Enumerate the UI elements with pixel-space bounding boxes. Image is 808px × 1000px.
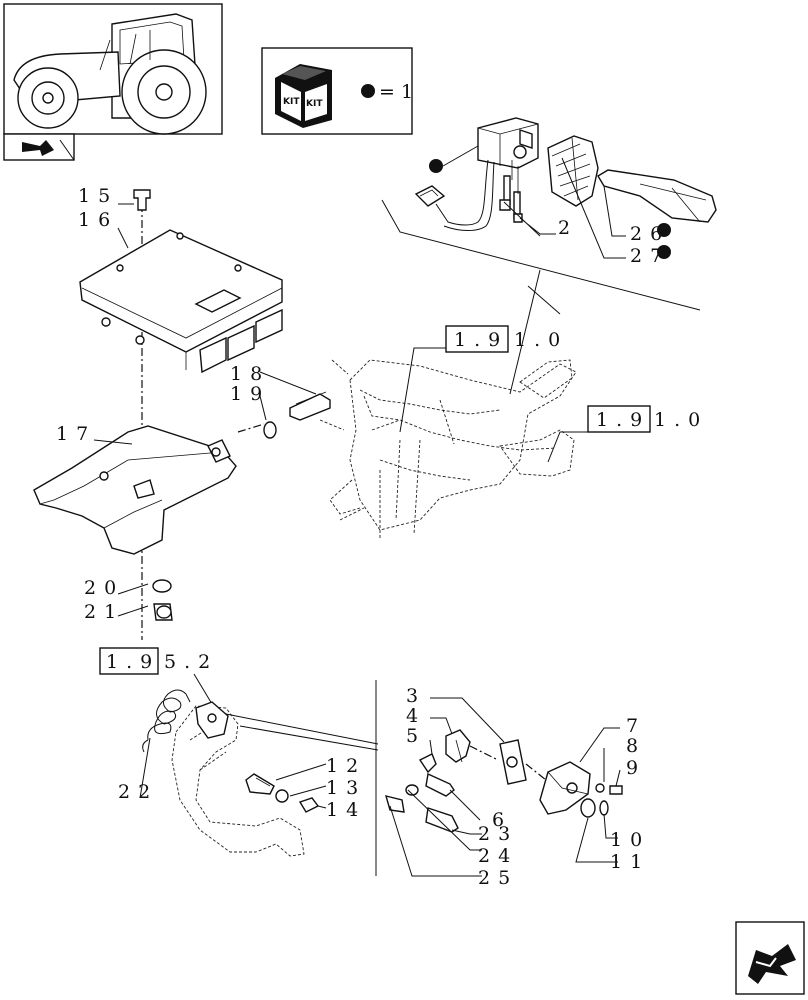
section-arrow-icon[interactable] xyxy=(3,133,75,161)
pedal-assembly xyxy=(139,673,379,857)
steering-column-ghost xyxy=(319,269,588,540)
label-9: 9 xyxy=(626,757,646,779)
ref-b-rest-text: 1.0 xyxy=(654,409,708,431)
label-2-upper: 2 xyxy=(558,217,578,239)
kit-label-right: KIT xyxy=(306,99,323,109)
label-7: 7 xyxy=(626,715,646,737)
label-25: 25 xyxy=(478,867,518,889)
cross-ref-b[interactable]: 1.9 1.0 xyxy=(587,405,708,433)
kit-legend: KIT KIT = 1 xyxy=(261,47,413,135)
label-12: 12 xyxy=(326,755,366,777)
label-14: 14 xyxy=(326,799,366,821)
label-17: 17 xyxy=(56,423,96,445)
label-20: 20 xyxy=(84,577,124,599)
label-27: 27 xyxy=(630,245,670,267)
kit-dot-icon xyxy=(361,84,375,98)
label-16: 16 xyxy=(78,209,118,231)
label-8: 8 xyxy=(626,735,646,757)
tractor-thumbnail-icon[interactable] xyxy=(3,3,223,135)
switch-hardware xyxy=(384,697,623,877)
label-22: 22 xyxy=(118,781,158,803)
label-11: 11 xyxy=(610,851,650,873)
label-24: 24 xyxy=(478,845,518,867)
label-4: 4 xyxy=(406,705,426,727)
kit-equals-text: = 1 xyxy=(379,81,413,103)
ref-b-box-text: 1.9 xyxy=(596,409,650,431)
cross-ref-c[interactable]: 1.9 5.2 xyxy=(99,647,218,675)
ecu-assembly xyxy=(33,189,331,640)
label-10: 10 xyxy=(610,829,650,851)
ref-c-box-text: 1.9 xyxy=(106,651,160,673)
label-21: 21 xyxy=(84,601,124,623)
label-23: 23 xyxy=(478,823,518,845)
next-page-arrow-icon[interactable] xyxy=(735,921,805,995)
label-5: 5 xyxy=(406,725,426,747)
label-3: 3 xyxy=(406,685,426,707)
label-6: 6 xyxy=(492,809,512,831)
label-19: 19 xyxy=(230,383,270,405)
cross-ref-a[interactable]: 1.9 1.0 xyxy=(445,325,568,353)
label-26: 26 xyxy=(630,223,670,245)
kit-dot-icon xyxy=(657,223,671,237)
label-13: 13 xyxy=(326,777,366,799)
ref-a-box-text: 1.9 xyxy=(454,329,508,351)
kit-box-icon: KIT KIT xyxy=(275,64,332,128)
label-18: 18 xyxy=(230,363,270,385)
ref-a-rest-text: 1.0 xyxy=(514,329,568,351)
label-15: 15 xyxy=(78,185,118,207)
kit-dot-icon xyxy=(657,245,671,259)
ref-c-rest-text: 5.2 xyxy=(164,651,218,673)
kit-label-left: KIT xyxy=(283,97,300,107)
switch-assembly xyxy=(381,117,717,311)
